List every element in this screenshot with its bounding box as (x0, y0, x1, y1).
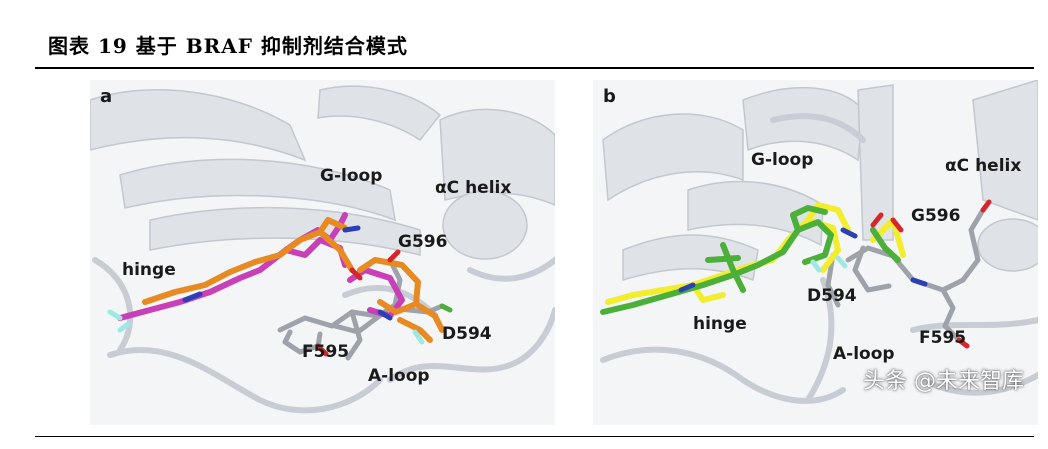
protein-ribbon-render-a (90, 80, 555, 425)
source-watermark: 头条 @未来智库 (863, 369, 1024, 394)
figure-title: 图表 19 基于 BRAF 抑制剂结合模式 (48, 34, 408, 58)
binding-mode-panel-b: b G-loop αC helix G596 D594 hinge F595 A… (593, 80, 1038, 425)
label-hinge-b: hinge (693, 314, 747, 334)
panel-letter-a: a (100, 86, 113, 107)
title-underline (35, 67, 1034, 69)
label-g596-b: G596 (911, 206, 961, 226)
label-d594-b: D594 (807, 286, 857, 306)
label-g-loop-a: G-loop (320, 166, 383, 186)
label-g596-a: G596 (398, 232, 448, 252)
label-ac-helix-b: αC helix (945, 156, 1022, 176)
binding-mode-panel-a: a G-loop αC helix G596 hinge D594 F595 A… (90, 80, 555, 425)
protein-ribbon-render-b (593, 80, 1038, 425)
panel-letter-b: b (603, 86, 616, 107)
label-f595-a: F595 (302, 342, 350, 362)
label-g-loop-b: G-loop (751, 150, 814, 170)
label-a-loop-b: A-loop (833, 344, 895, 364)
label-hinge-a: hinge (122, 260, 176, 280)
label-ac-helix-a: αC helix (435, 178, 512, 198)
label-f595-b: F595 (919, 328, 967, 348)
bottom-rule (35, 436, 1034, 437)
label-a-loop-a: A-loop (368, 366, 430, 386)
label-d594-a: D594 (442, 324, 492, 344)
